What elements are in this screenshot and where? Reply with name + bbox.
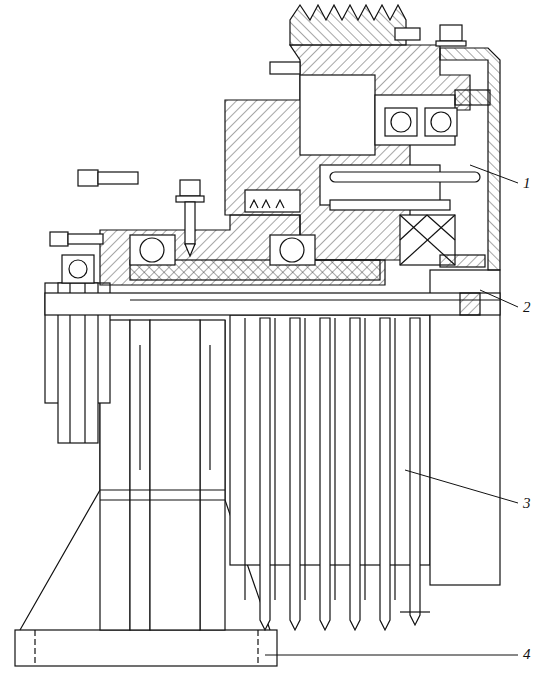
housing-section [50,5,500,285]
bearings [62,108,457,283]
shaft [45,293,500,315]
callout-number: 4 [522,647,532,662]
multi-groove-pulley [230,270,500,630]
leader-lines [265,165,518,655]
callout-number: 1 [522,176,532,191]
callout-number: 2 [522,300,532,315]
callout-number: 3 [522,496,532,511]
